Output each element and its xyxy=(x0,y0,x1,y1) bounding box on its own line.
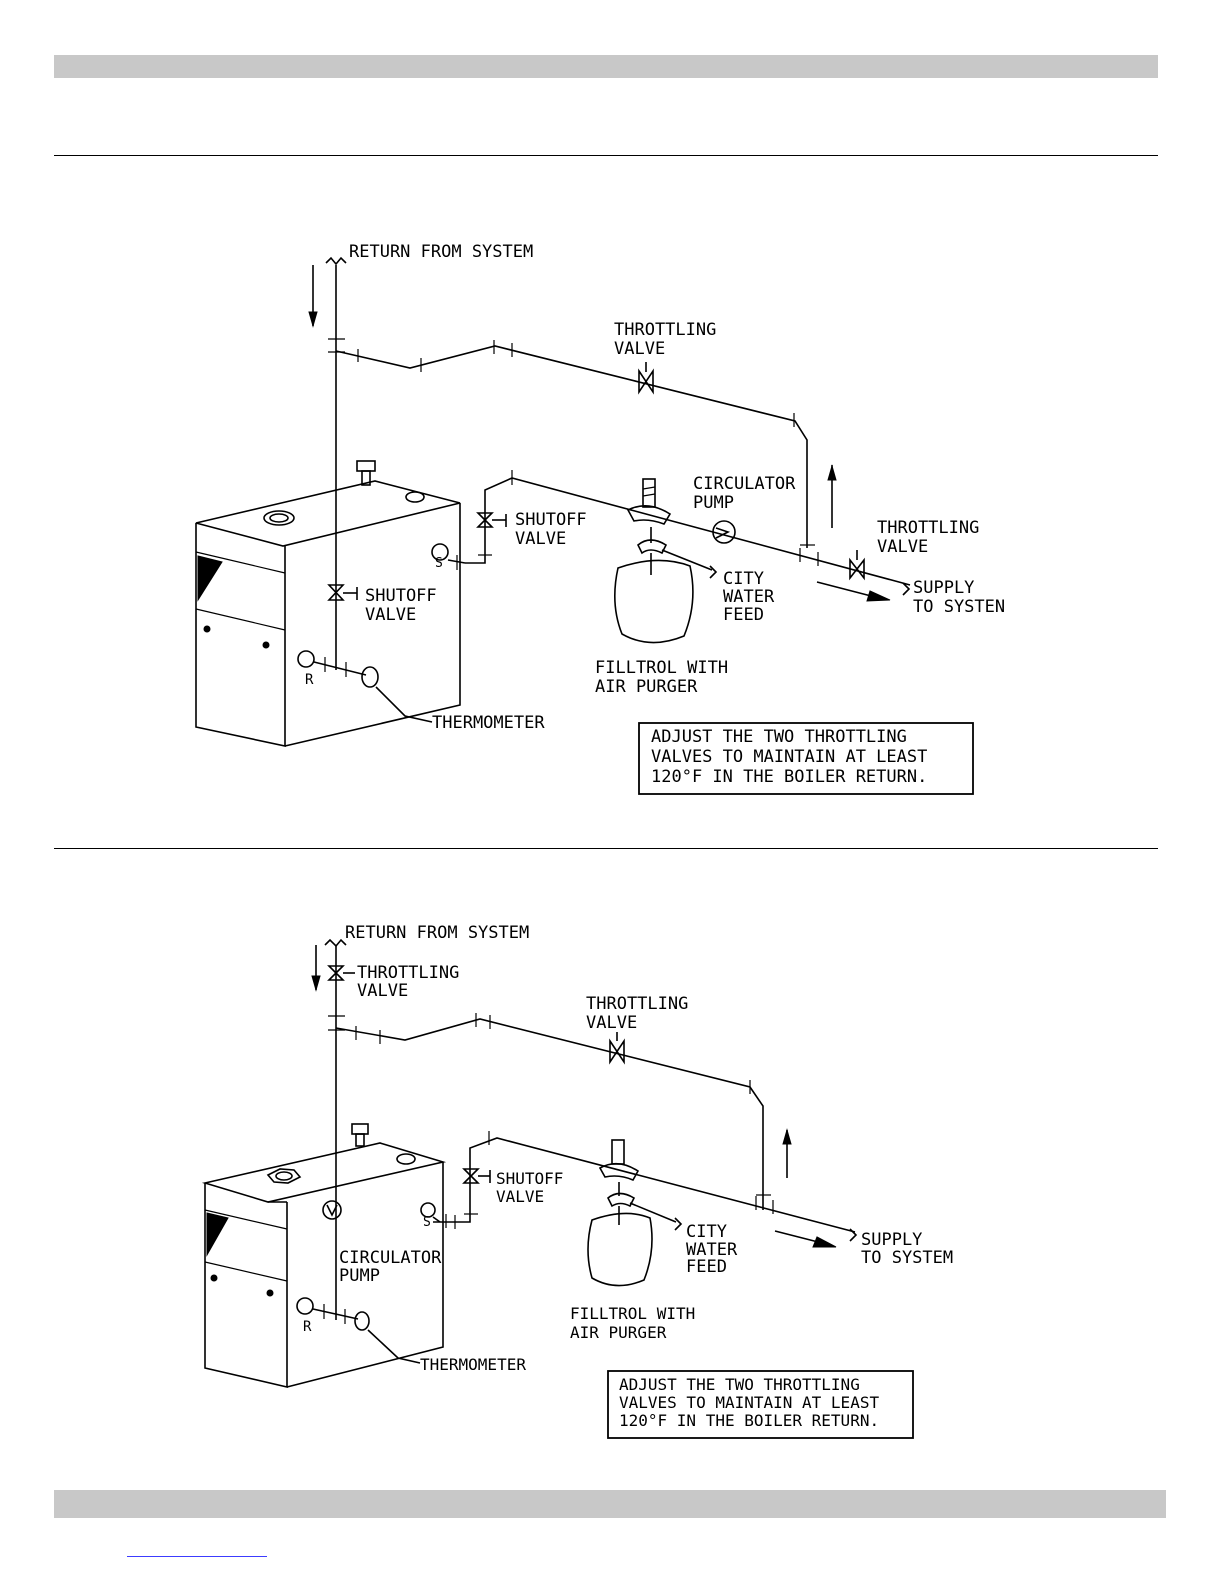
note-b-line-2: VALVES TO MAINTAIN AT LEAST xyxy=(619,1393,879,1412)
note-b-line-3: 120°F IN THE BOILER RETURN. xyxy=(619,1411,879,1430)
return-riser xyxy=(308,256,347,670)
return-tapping xyxy=(297,650,433,723)
label-city-water-feed-1: CITY xyxy=(686,1222,727,1242)
note-a-line-3: 120°F IN THE BOILER RETURN. xyxy=(651,767,927,787)
supply-line xyxy=(465,470,911,602)
label-supply-to-system-2: TO SYSTEN xyxy=(913,597,1005,617)
label-shutoff-valve-supply-1: SHUTOFF xyxy=(515,510,587,530)
note-box-b xyxy=(607,1370,914,1439)
note-box-a xyxy=(638,722,974,795)
bypass-line xyxy=(335,1013,792,1210)
return-riser xyxy=(311,938,355,1320)
label-return-from-system: RETURN FROM SYSTEM xyxy=(345,923,529,943)
boiler-cabinet xyxy=(201,1123,447,1389)
label-throttling-valve-top-2: VALVE xyxy=(586,1013,637,1033)
label-filltrol-1: FILLTROL WITH xyxy=(570,1304,695,1323)
supply-tapping xyxy=(431,543,466,570)
label-city-water-feed-2: WATER xyxy=(723,587,775,607)
label-supply-tag: S xyxy=(435,556,443,571)
note-a-line-1: ADJUST THE TWO THROTTLING xyxy=(651,727,907,747)
label-throttling-valve-top-2: VALVE xyxy=(614,339,665,359)
header-bar xyxy=(54,55,1158,78)
piping-diagram-b: RETURN FROM SYSTEM THROTTLING VALVE THRO… xyxy=(201,923,953,1439)
label-shutoff-valve-1: SHUTOFF xyxy=(496,1169,563,1188)
supply-tapping xyxy=(420,1202,441,1223)
label-circulator-pump-1: CIRCULATOR xyxy=(693,474,796,494)
note-b-line-1: ADJUST THE TWO THROTTLING xyxy=(619,1375,860,1394)
filltrol-symbol xyxy=(614,478,718,644)
label-supply-to-system-2: TO SYSTEM xyxy=(861,1248,953,1268)
label-circulator-pump-2: PUMP xyxy=(339,1266,380,1286)
label-supply-tag: S xyxy=(423,1215,431,1230)
return-shutoff-valve-symbol xyxy=(327,584,358,601)
label-throttling-valve-top-1: THROTTLING xyxy=(614,320,716,340)
label-return-tag: R xyxy=(305,672,314,688)
label-throttling-valve-return-2: VALVE xyxy=(357,981,408,1001)
label-circulator-pump-2: PUMP xyxy=(693,493,734,513)
label-return-from-system: RETURN FROM SYSTEM xyxy=(349,242,533,262)
section-rule-middle xyxy=(54,848,1158,849)
label-thermometer: THERMOMETER xyxy=(420,1355,526,1374)
supply-line xyxy=(433,1131,858,1248)
note-a-line-2: VALVES TO MAINTAIN AT LEAST xyxy=(651,747,927,767)
label-circulator-pump-1: CIRCULATOR xyxy=(339,1248,442,1268)
label-thermometer: THERMOMETER xyxy=(432,713,545,733)
filltrol-symbol xyxy=(587,1139,683,1287)
footer-bar xyxy=(54,1490,1166,1518)
boiler-cabinet xyxy=(195,460,461,747)
label-shutoff-valve-2: VALVE xyxy=(496,1187,544,1206)
label-throttling-valve-right-2: VALVE xyxy=(877,537,928,557)
throttling-valve-top-symbol xyxy=(638,362,654,395)
label-return-tag: R xyxy=(303,1319,312,1335)
label-filltrol-2: AIR PURGER xyxy=(595,677,698,697)
label-shutoff-valve-supply-2: VALVE xyxy=(515,529,566,549)
label-city-water-feed-2: WATER xyxy=(686,1240,738,1260)
label-filltrol-1: FILLTROL WITH xyxy=(595,658,728,678)
label-throttling-valve-right-1: THROTTLING xyxy=(877,518,979,538)
return-tapping xyxy=(296,1297,421,1364)
label-supply-to-system-1: SUPPLY xyxy=(913,578,974,598)
label-city-water-feed-3: FEED xyxy=(686,1257,727,1277)
footer-link-underline xyxy=(127,1556,267,1557)
label-filltrol-2: AIR PURGER xyxy=(570,1323,667,1342)
label-city-water-feed-1: CITY xyxy=(723,569,764,589)
label-city-water-feed-3: FEED xyxy=(723,605,764,625)
piping-diagram-a: RETURN FROM SYSTEM THROTTLING VALVE CIRC… xyxy=(195,242,1005,795)
section-rule-top xyxy=(54,155,1158,156)
label-throttling-valve-return-1: THROTTLING xyxy=(357,963,459,983)
label-shutoff-valve-return-2: VALVE xyxy=(365,605,416,625)
label-supply-to-system-1: SUPPLY xyxy=(861,1230,922,1250)
label-throttling-valve-top-1: THROTTLING xyxy=(586,994,688,1014)
label-shutoff-valve-return-1: SHUTOFF xyxy=(365,586,437,606)
